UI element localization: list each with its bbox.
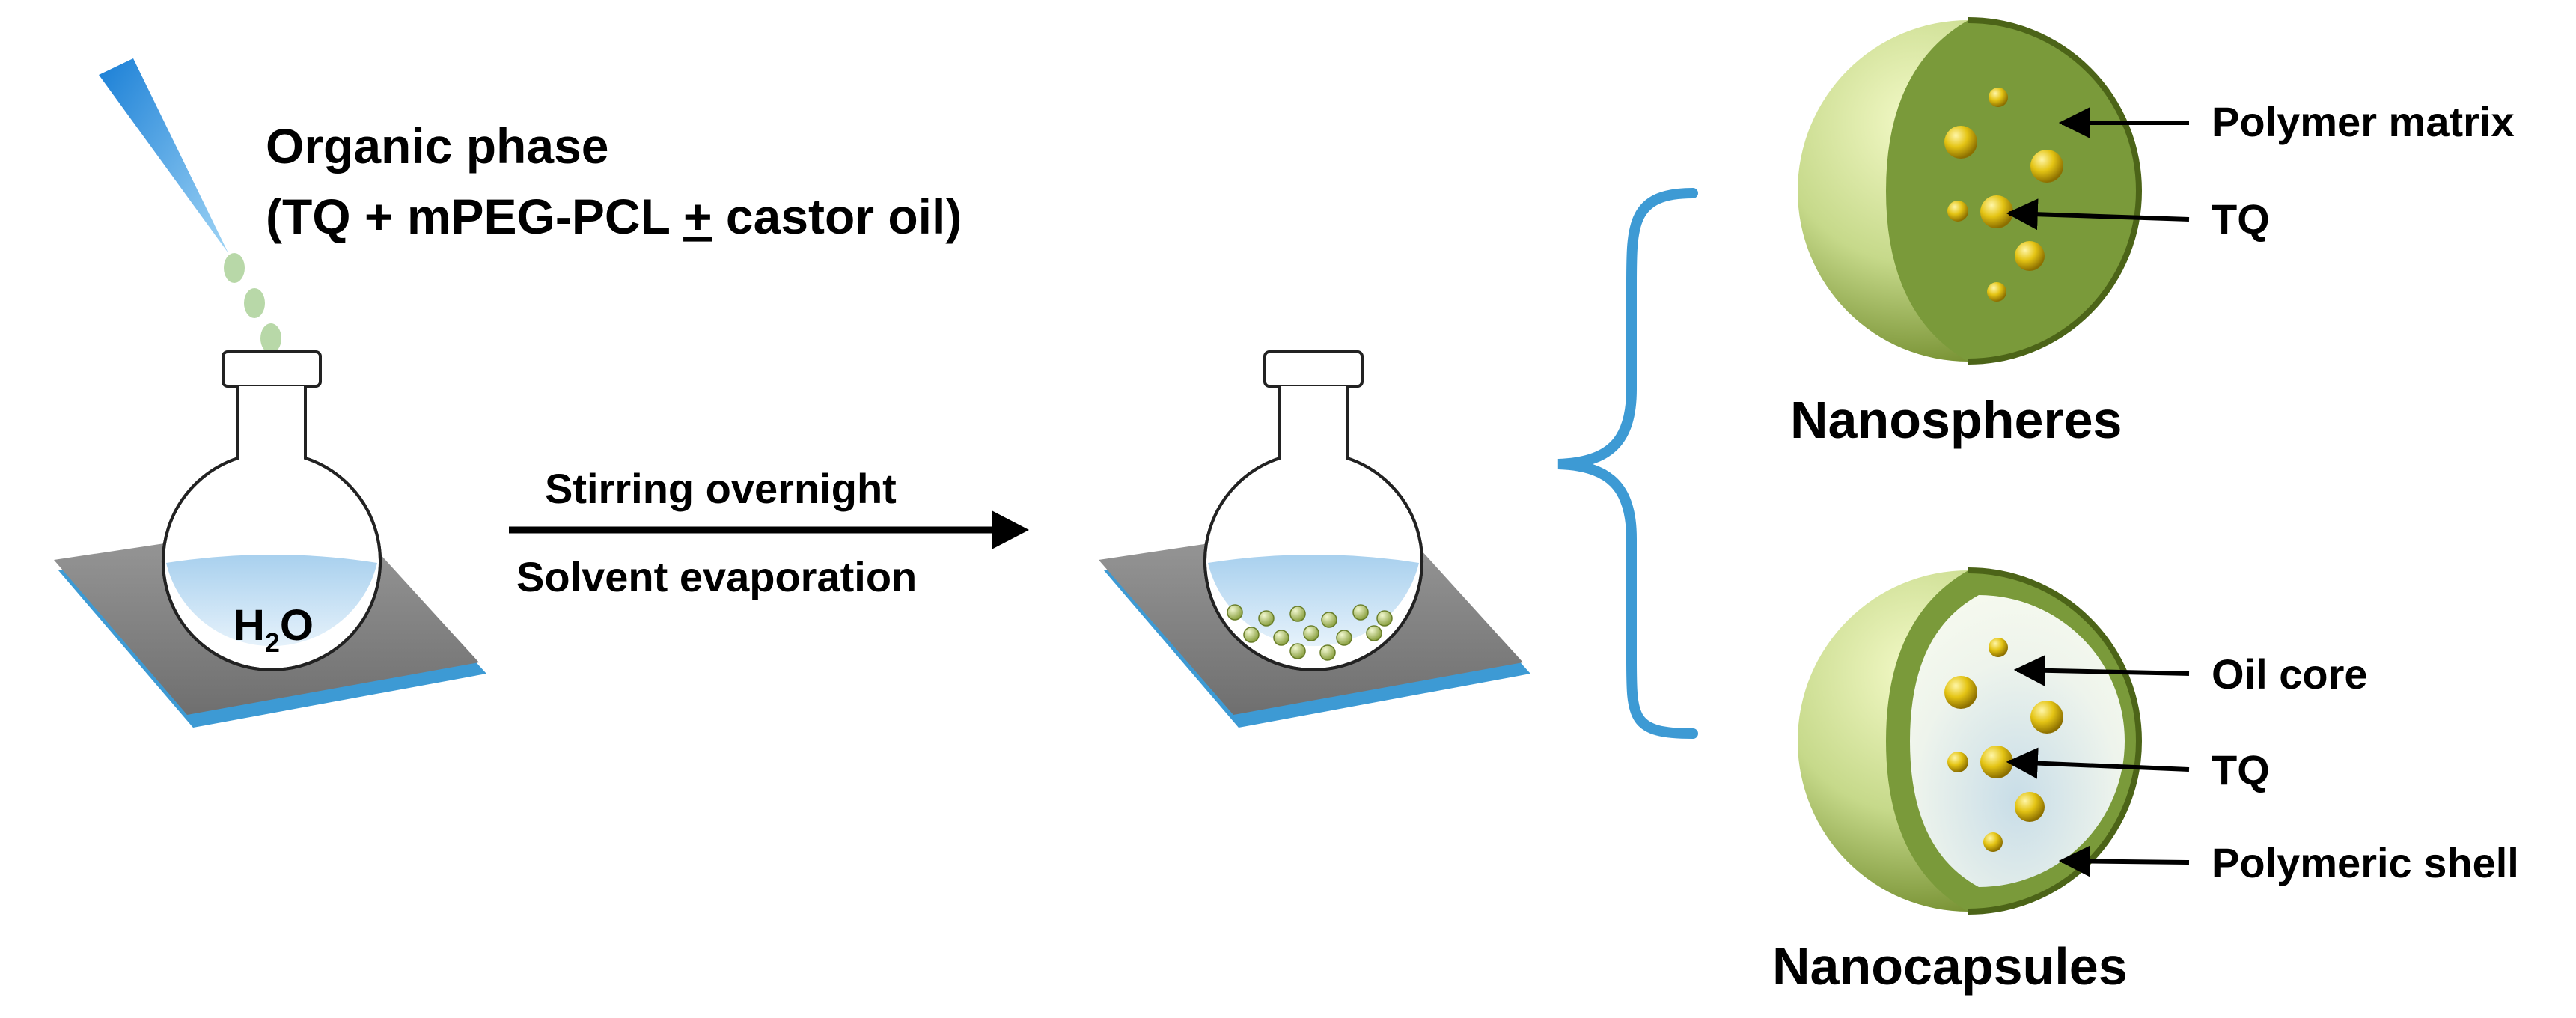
nanocapsule xyxy=(1798,567,2142,915)
nanoparticle-bead xyxy=(1336,630,1352,646)
flask-left: H2O xyxy=(162,350,382,671)
label-polymeric-shell: Polymeric shell xyxy=(2212,839,2519,886)
composition-open: (TQ + mPEG-PCL xyxy=(266,189,683,244)
tq-particle xyxy=(1947,201,1968,222)
tq-particle xyxy=(1980,746,2013,778)
nanoparticle-bead xyxy=(1319,644,1336,661)
water-formula: H2O xyxy=(234,601,314,658)
polymer-matrix-cutaway xyxy=(1886,20,2139,362)
droplet xyxy=(244,288,265,318)
pointer-polymeric-shell xyxy=(2058,845,2190,877)
grouping-brace xyxy=(1557,188,1698,739)
tq-particle xyxy=(1983,832,2003,852)
nanoparticle-bead xyxy=(1376,610,1393,627)
nanoparticle-bead xyxy=(1366,625,1382,641)
label-polymer-matrix: Polymer matrix xyxy=(2212,98,2515,145)
nanoparticle-bead xyxy=(1352,604,1369,621)
water-h: H xyxy=(234,601,265,650)
flask-outline xyxy=(162,386,382,671)
capsule-rim xyxy=(1968,567,2142,915)
tq-particle xyxy=(1947,752,1968,772)
tq-particle xyxy=(2030,701,2063,734)
nanoparticles-in-suspension xyxy=(1227,604,1393,661)
pipette xyxy=(99,58,281,353)
water-o: O xyxy=(280,601,314,650)
tq-particle xyxy=(1989,88,2008,107)
nanoparticle-bead xyxy=(1243,627,1260,643)
pointer-tq-sphere xyxy=(2006,198,2190,231)
flask-middle xyxy=(1203,350,1423,671)
nanocapsules-title: Nanocapsules xyxy=(1772,937,2128,996)
droplet xyxy=(260,323,281,353)
droplet xyxy=(224,253,245,283)
composition-close: castor oil) xyxy=(712,189,962,244)
pointer-oil-core xyxy=(2013,654,2190,686)
label-tq-capsule: TQ xyxy=(2212,746,2270,793)
tq-particle xyxy=(1944,676,1977,709)
nanoparticle-bead xyxy=(1321,612,1337,628)
organic-phase-composition: (TQ + mPEG-PCL + castor oil) xyxy=(266,189,962,244)
sphere-rim xyxy=(1968,17,2142,365)
nanoparticle-bead xyxy=(1289,643,1306,659)
pointer-tq-capsule xyxy=(2006,747,2190,779)
water-subscript: 2 xyxy=(265,627,280,658)
organic-phase-title: Organic phase xyxy=(266,118,609,174)
oil-core xyxy=(1910,595,2125,887)
label-tq-sphere: TQ xyxy=(2212,195,2270,243)
tq-particle xyxy=(1989,638,2008,657)
pipette-icon xyxy=(99,58,228,253)
tq-particle xyxy=(1944,126,1977,159)
process-arrow-head xyxy=(992,510,1029,549)
tq-particle xyxy=(1980,195,2013,228)
flask-stopper xyxy=(1263,350,1364,388)
nanoparticle-bead xyxy=(1289,606,1306,622)
flask-outline xyxy=(1203,386,1423,671)
plus-minus-symbol: + xyxy=(683,189,712,244)
flask-stopper xyxy=(222,350,322,388)
tq-particle xyxy=(1987,282,2006,302)
nanoparticle-bead xyxy=(1227,604,1243,621)
nanosphere xyxy=(1798,17,2142,365)
nanospheres-title: Nanospheres xyxy=(1790,391,2122,449)
nanoparticle-bead xyxy=(1273,630,1289,646)
tq-particle xyxy=(2015,241,2045,271)
tq-particle xyxy=(2015,792,2045,822)
nanoparticle-bead xyxy=(1303,625,1319,641)
process-step-1: Stirring overnight xyxy=(545,465,897,512)
label-oil-core: Oil core xyxy=(2212,650,2368,698)
nanoparticle-bead xyxy=(1258,610,1275,627)
process-step-2: Solvent evaporation xyxy=(516,553,917,600)
water xyxy=(166,555,377,647)
tq-particle xyxy=(2030,150,2063,183)
